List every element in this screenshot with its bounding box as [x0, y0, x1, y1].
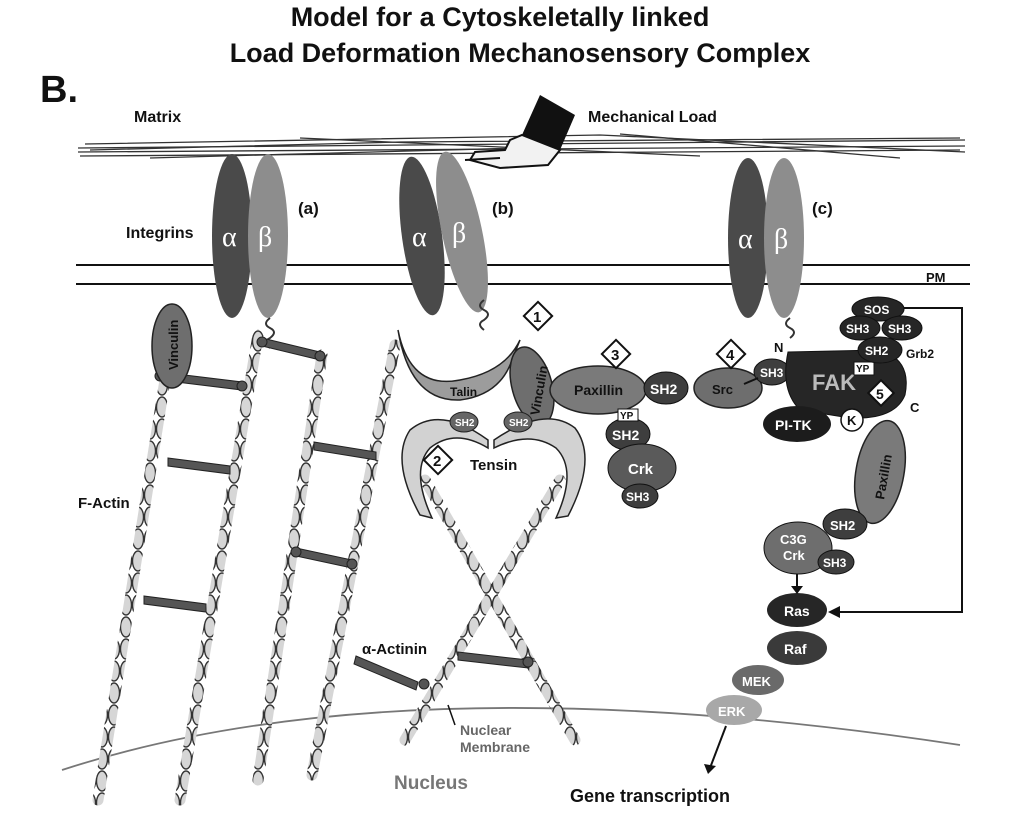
- fak-k: K: [847, 413, 857, 428]
- integrin-a-tag: (a): [298, 199, 319, 218]
- nuclear-membrane-label-1: Nuclear: [460, 722, 512, 738]
- paxillin-mid-label: Paxillin: [574, 382, 623, 398]
- tensin-sh2-b: SH2: [509, 418, 529, 429]
- crk-mid-yp: YP: [620, 411, 634, 422]
- ras-label: Ras: [784, 603, 810, 619]
- fak-label: FAK: [812, 370, 856, 395]
- signaling-arrows: [704, 307, 963, 774]
- vinculin-left-label: Vinculin: [166, 320, 181, 370]
- step-markers: 1 2 3 4 5: [422, 300, 896, 476]
- gene-transcription-label: Gene transcription: [570, 786, 730, 806]
- src: Src SH3: [693, 358, 791, 409]
- talin-label: Talin: [450, 385, 477, 399]
- tensin-label: Tensin: [470, 457, 517, 474]
- integrin-a: α β: [212, 154, 288, 349]
- step-3-marker: 3: [600, 338, 632, 370]
- nucleus-label: Nucleus: [394, 773, 468, 794]
- fak-yp: YP: [856, 364, 870, 375]
- step-5-number: 5: [876, 386, 884, 402]
- step-3-number: 3: [611, 347, 619, 364]
- raf-label: Raf: [784, 641, 807, 657]
- crk-right-label: Crk: [783, 548, 805, 563]
- paxillin-right-sh2: SH2: [830, 518, 855, 533]
- crk-right-sh3: SH3: [823, 556, 847, 570]
- src-sh3: SH3: [760, 366, 784, 380]
- nuclear-membrane-arrow: [447, 704, 456, 726]
- vinculin-mid: Vinculin: [509, 346, 555, 426]
- hand-icon: [464, 95, 575, 170]
- tensin: SH2 SH2 Tensin: [401, 411, 586, 520]
- step-4-marker: 4: [715, 338, 747, 370]
- talin: Talin: [397, 329, 521, 401]
- n-terminus-label: N: [774, 340, 783, 355]
- nuclear-membrane: [61, 707, 961, 771]
- step-4-number: 4: [726, 347, 735, 364]
- grb2-sh3-1: SH3: [846, 322, 870, 336]
- pitk: PI-TK: [763, 406, 831, 442]
- integrin-b: α β: [399, 151, 489, 331]
- erk-label: ERK: [718, 704, 746, 719]
- paxillin-mid: Paxillin SH2: [549, 365, 689, 415]
- paxillin-mid-sh2: SH2: [650, 381, 677, 397]
- paxillin-right: Paxillin SH2: [822, 419, 907, 540]
- alpha-actinin-crosslinks: [143, 336, 534, 691]
- step-2-number: 2: [433, 453, 441, 470]
- alpha-actinin-label: α-Actinin: [362, 641, 427, 658]
- f-actin-label: F-Actin: [78, 495, 130, 512]
- grb2-sh2: SH2: [865, 344, 889, 358]
- src-label: Src: [712, 382, 733, 397]
- integrin-c-tag: (c): [812, 199, 833, 218]
- integrin-b-tag: (b): [492, 199, 514, 218]
- mechanical-load-label: Mechanical Load: [588, 109, 717, 126]
- crk-mid-label: Crk: [628, 461, 654, 478]
- plasma-membrane: [76, 264, 970, 285]
- pitk-label: PI-TK: [775, 417, 812, 433]
- sos-grb2: SOS SH3 SH3 SH2: [839, 296, 923, 364]
- step-1-number: 1: [533, 309, 541, 326]
- step-2-marker: 2: [422, 444, 454, 476]
- vinculin-left: Vinculin: [151, 303, 193, 389]
- nuclear-membrane-label-2: Membrane: [460, 739, 530, 755]
- integrin-a-beta: β: [258, 222, 272, 253]
- c3g-label: C3G: [780, 532, 807, 547]
- crk-mid: SH2 YP Crk SH3: [605, 408, 677, 509]
- title-line-1: Model for a Cytoskeletally linked: [291, 2, 710, 32]
- integrin-b-beta: β: [452, 218, 466, 249]
- step-1-marker: 1: [522, 300, 554, 332]
- grb2-sh3-2: SH3: [888, 322, 912, 336]
- crk-mid-sh3: SH3: [626, 490, 650, 504]
- mek-label: MEK: [742, 674, 772, 689]
- grb2-label: Grb2: [906, 347, 934, 361]
- crk-mid-sh2: SH2: [612, 427, 639, 443]
- integrins-label: Integrins: [126, 225, 194, 242]
- integrin-c: α β: [728, 158, 804, 339]
- integrin-b-alpha: α: [412, 222, 427, 253]
- mapk-cascade: Ras Raf MEK ERK: [706, 593, 827, 725]
- sos-label: SOS: [864, 303, 889, 317]
- step-5-marker: 5: [866, 378, 896, 408]
- integrin-a-alpha: α: [222, 222, 237, 253]
- title-line-2: Load Deformation Mechanosensory Complex: [230, 38, 811, 68]
- c3g-crk: C3G Crk SH3: [763, 521, 855, 575]
- integrin-c-alpha: α: [738, 224, 753, 255]
- matrix-label: Matrix: [134, 109, 181, 126]
- c-terminus-label: C: [910, 400, 920, 415]
- pm-label: PM: [926, 270, 946, 285]
- tensin-sh2-a: SH2: [455, 418, 475, 429]
- integrin-c-beta: β: [774, 224, 788, 255]
- panel-label: B.: [40, 69, 78, 111]
